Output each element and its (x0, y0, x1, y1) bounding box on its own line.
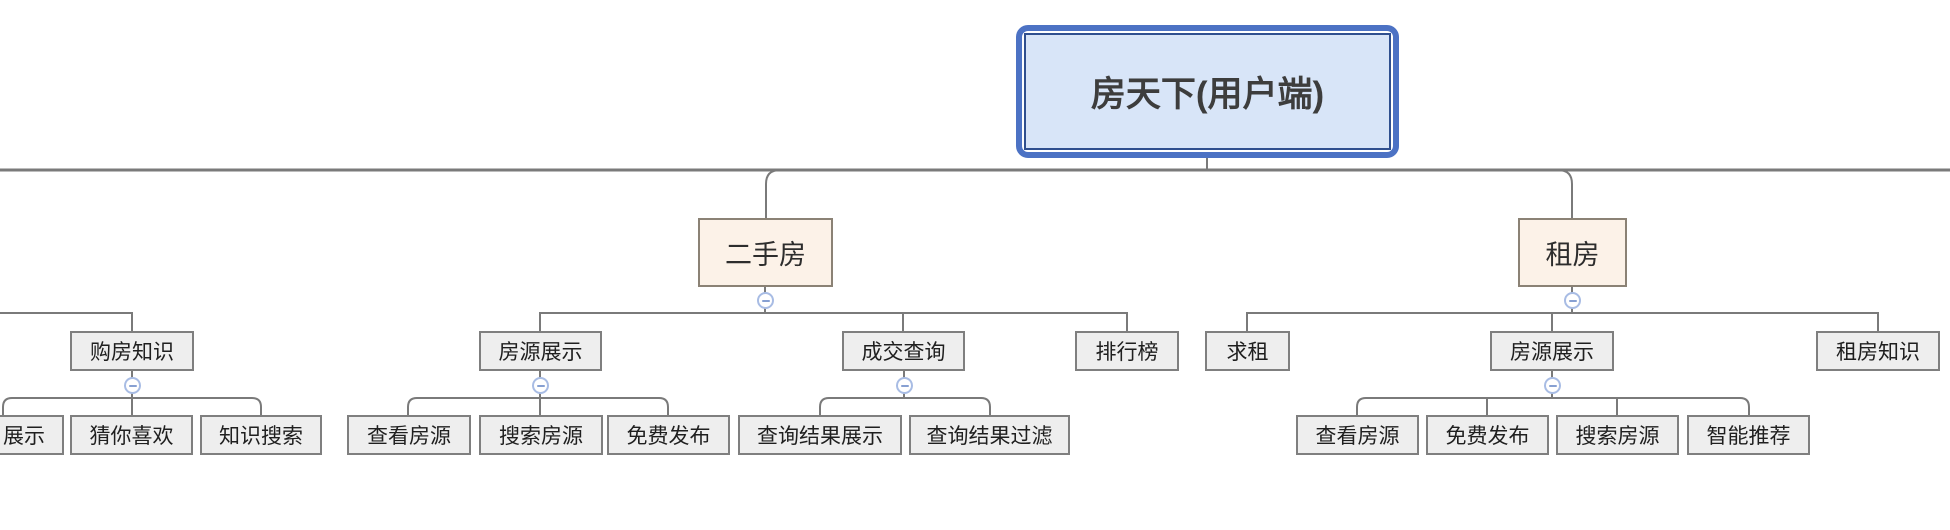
collapse-button-ershoufang[interactable] (757, 292, 774, 309)
left-offscreen-rail-line (0, 312, 133, 332)
node-query-result-display[interactable]: 查询结果展示 (738, 415, 902, 455)
goufangzhishi-children-rail-line (2, 397, 262, 416)
node-smart-recommendation[interactable]: 智能推荐 (1687, 415, 1810, 455)
node-listing-display-ershou[interactable]: 房源展示 (479, 331, 602, 371)
node-guess-you-like[interactable]: 猜你喜欢 (70, 415, 193, 455)
collapse-button-fangyuan-ershou[interactable] (532, 377, 549, 394)
fangyuan-ershou-children-rail-line (407, 397, 669, 416)
node-search-listings-rent[interactable]: 搜索房源 (1556, 415, 1679, 455)
node-search-listings-ershou[interactable]: 搜索房源 (479, 415, 603, 455)
fangyuan-rent-children-rail-line (1356, 397, 1750, 416)
node-view-listings-ershou[interactable]: 查看房源 (347, 415, 471, 455)
minus-icon (900, 384, 909, 387)
node-home-buying-knowledge[interactable]: 购房知识 (70, 331, 194, 371)
collapse-button-chengjiao[interactable] (896, 377, 913, 394)
collapse-button-zufang[interactable] (1564, 292, 1581, 309)
node-knowledge-search[interactable]: 知识搜索 (200, 415, 322, 455)
node-renting[interactable]: 租房 (1518, 218, 1627, 287)
node-renting-knowledge[interactable]: 租房知识 (1816, 331, 1940, 371)
branch-ershoufang-drop-line (765, 169, 781, 218)
minus-icon (761, 299, 770, 302)
node-free-posting-ershou[interactable]: 免费发布 (607, 415, 730, 455)
chengjiao-children-rail-line (819, 397, 991, 416)
ershoufang-children-rail-line (539, 312, 1128, 332)
minus-icon (1548, 384, 1557, 387)
branch-zufang-drop-line (1557, 169, 1573, 218)
node-view-listings-rent[interactable]: 查看房源 (1296, 415, 1419, 455)
node-rent-seeking[interactable]: 求租 (1205, 331, 1290, 371)
node-transaction-query[interactable]: 成交查询 (842, 331, 965, 371)
minus-icon (1568, 299, 1577, 302)
node-ranking-list[interactable]: 排行榜 (1075, 331, 1179, 371)
root-node-label: 房天下(用户端) (1024, 33, 1391, 150)
zufang-children-rail-line (1246, 312, 1879, 332)
node-query-result-filter[interactable]: 查询结果过滤 (909, 415, 1070, 455)
node-second-hand-housing[interactable]: 二手房 (698, 218, 833, 287)
node-free-posting-rent[interactable]: 免费发布 (1426, 415, 1549, 455)
minus-icon (128, 384, 137, 387)
minus-icon (536, 384, 545, 387)
node-display-partial[interactable]: 展示 (0, 415, 64, 455)
node-listing-display-rent[interactable]: 房源展示 (1490, 331, 1614, 371)
node-root-fangtianxia-user[interactable]: 房天下(用户端) (1016, 25, 1399, 158)
collapse-button-goufangzhishi[interactable] (124, 377, 141, 394)
collapse-button-fangyuan-rent[interactable] (1544, 377, 1561, 394)
